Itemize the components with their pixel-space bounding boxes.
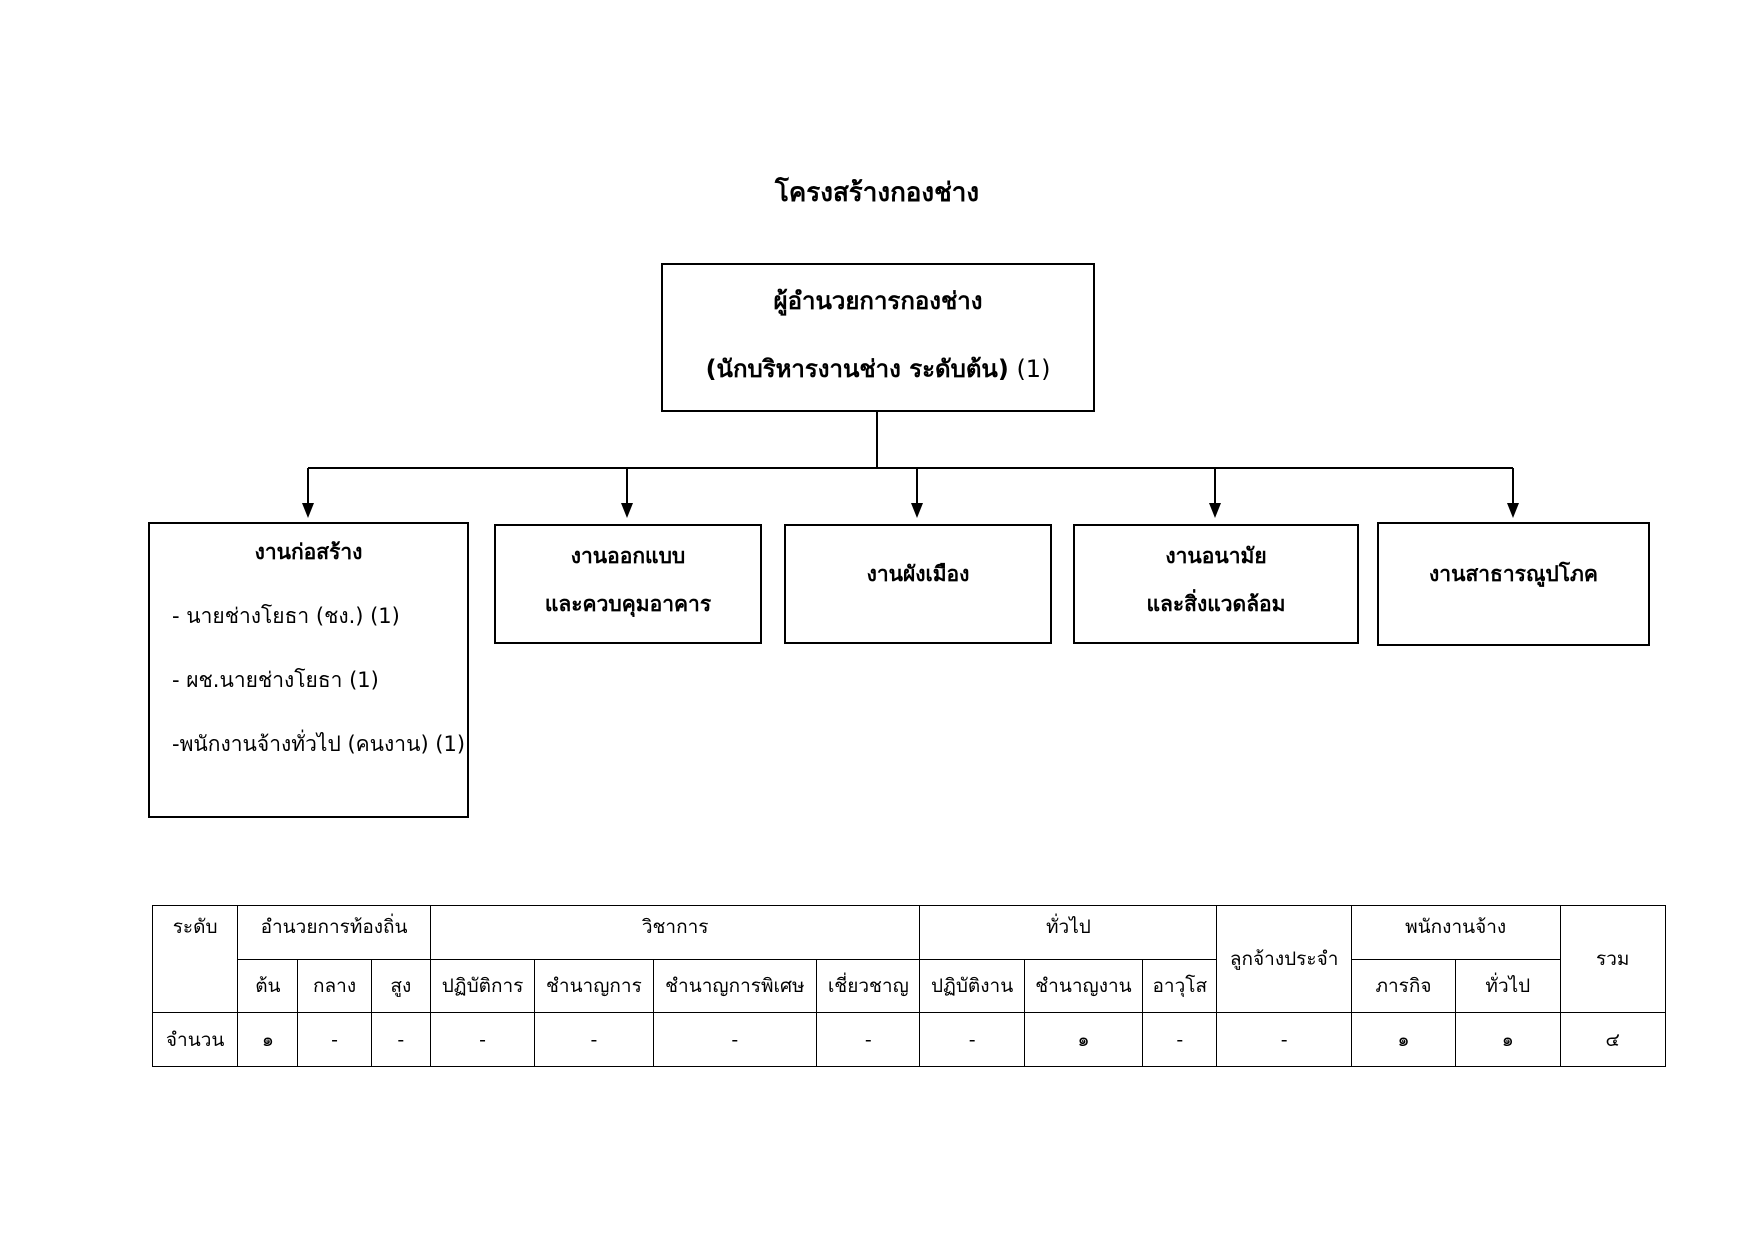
subheader-cell: ปฏิบัติการ bbox=[429, 959, 536, 1013]
arrow-head-3 bbox=[911, 503, 923, 518]
group-total: รวม bbox=[1559, 905, 1666, 1013]
count-total: ๔ bbox=[1559, 1012, 1666, 1067]
subheader-cell: ชำนาญการพิเศษ bbox=[652, 959, 818, 1013]
subheader-cell: ภารกิจ bbox=[1350, 959, 1457, 1013]
count-cell: - bbox=[429, 1012, 536, 1067]
subheader-cell: ปฏิบัติงาน bbox=[919, 959, 1025, 1013]
unit-sanitation: งานอนามัย และสิ่งแวดล้อม bbox=[1073, 524, 1359, 644]
unit-design-title-line1: งานออกแบบ bbox=[570, 544, 686, 568]
count-cell: - bbox=[1216, 1012, 1352, 1067]
count-cell: ๑ bbox=[237, 1012, 299, 1067]
unit-construction-item-3: -พนักงานจ้างทั่วไป (คนงาน) (1) bbox=[172, 732, 466, 756]
group-local-admin: อำนวยการท้องถิ่น bbox=[237, 905, 431, 960]
head-position-title: (นักบริหารงานช่าง ระดับต้น) bbox=[705, 355, 1009, 383]
subheader-cell: อาวุโส bbox=[1142, 959, 1218, 1013]
subheader-cell: ชำนาญการ bbox=[534, 959, 654, 1013]
count-cell: - bbox=[297, 1012, 372, 1067]
unit-construction-item-1: - นายช่างโยธา (ชง.) (1) bbox=[172, 604, 400, 628]
subheader-cell: กลาง bbox=[297, 959, 372, 1013]
group-permanent: ลูกจ้างประจำ bbox=[1216, 905, 1352, 1013]
head-box: ผู้อำนวยการกองช่าง (นักบริหารงานช่าง ระด… bbox=[661, 263, 1095, 412]
unit-construction: งานก่อสร้าง - นายช่างโยธา (ชง.) (1) - ผช… bbox=[148, 522, 469, 818]
subheader-cell: ทั่วไป bbox=[1455, 959, 1561, 1013]
head-position: (นักบริหารงานช่าง ระดับต้น) (1) bbox=[663, 349, 1093, 388]
count-cell: - bbox=[816, 1012, 921, 1067]
count-cell: - bbox=[919, 1012, 1025, 1067]
unit-design-title-line2: และควบคุมอาคาร bbox=[544, 592, 712, 616]
arrow-head-2 bbox=[621, 503, 633, 518]
unit-construction-title: งานก่อสร้าง bbox=[254, 540, 363, 564]
group-employees: พนักงานจ้าง bbox=[1350, 905, 1561, 960]
group-general: ทั่วไป bbox=[919, 905, 1218, 960]
subheader-cell: ต้น bbox=[237, 959, 299, 1013]
count-cell: - bbox=[652, 1012, 818, 1067]
level-header: ระดับ bbox=[151, 905, 239, 1013]
unit-town-planning: งานผังเมือง bbox=[784, 524, 1052, 644]
count-cell: ๑ bbox=[1455, 1012, 1561, 1067]
count-cell: - bbox=[1142, 1012, 1218, 1067]
unit-sanitation-title-line1: งานอนามัย bbox=[1165, 544, 1267, 568]
subheader-cell: เชี่ยวชาญ bbox=[816, 959, 921, 1013]
unit-public-utilities-title: งานสาธารณูปโภค bbox=[1429, 562, 1598, 586]
arrow-head-1 bbox=[302, 503, 314, 518]
count-cell: - bbox=[534, 1012, 654, 1067]
count-label: จำนวน bbox=[151, 1012, 239, 1067]
page-title: โครงสร้างกองช่าง bbox=[774, 178, 980, 208]
count-cell: - bbox=[370, 1012, 431, 1067]
staff-table: ระดับ อำนวยการท้องถิ่น วิชาการ ทั่วไป ลู… bbox=[151, 905, 1666, 1067]
head-title: ผู้อำนวยการกองช่าง bbox=[773, 287, 983, 315]
unit-public-utilities: งานสาธารณูปโภค bbox=[1377, 522, 1650, 646]
head-position-count: (1) bbox=[1016, 355, 1051, 383]
subheader-cell: สูง bbox=[370, 959, 431, 1013]
count-cell: ๑ bbox=[1350, 1012, 1457, 1067]
unit-construction-item-2: - ผช.นายช่างโยธา (1) bbox=[172, 668, 379, 692]
unit-sanitation-title-line2: และสิ่งแวดล้อม bbox=[1146, 592, 1286, 616]
arrow-head-5 bbox=[1507, 503, 1519, 518]
unit-town-planning-title: งานผังเมือง bbox=[866, 562, 970, 586]
count-cell: ๑ bbox=[1023, 1012, 1144, 1067]
subheader-cell: ชำนาญงาน bbox=[1023, 959, 1144, 1013]
arrow-head-4 bbox=[1209, 503, 1221, 518]
group-academic: วิชาการ bbox=[429, 905, 921, 960]
unit-design: งานออกแบบ และควบคุมอาคาร bbox=[494, 524, 762, 644]
